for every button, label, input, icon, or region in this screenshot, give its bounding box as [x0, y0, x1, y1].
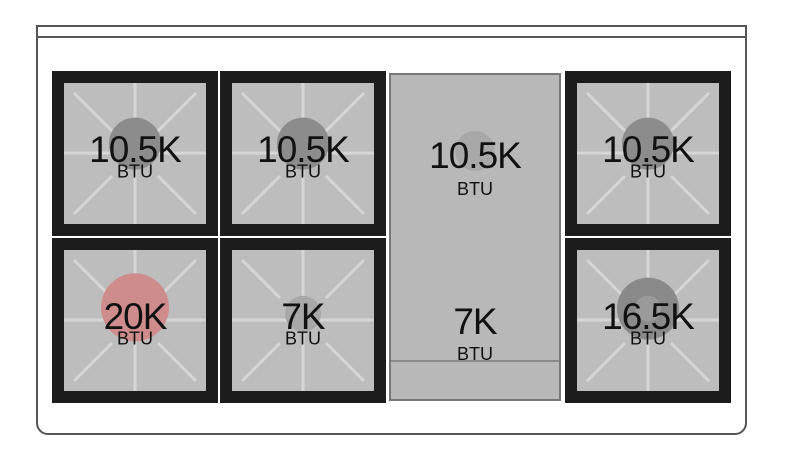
burner-btu-value: 10.5K	[89, 128, 182, 170]
burner-icon	[285, 295, 321, 332]
burner-cell-bottom-left: 20K BTU	[52, 238, 218, 403]
griddle-top-btu-unit: BTU	[457, 179, 493, 199]
burner-btu-unit: BTU	[630, 328, 666, 349]
griddle-bottom-btu-unit: BTU	[457, 344, 493, 364]
burner-icon	[109, 117, 161, 170]
burner-btu-value: 10.5K	[257, 128, 350, 170]
burner-cell-top-right: 10.5K BTU	[565, 71, 731, 236]
burner-btu-unit: BTU	[117, 161, 153, 182]
burner-btu-value: 10.5K	[602, 128, 695, 170]
burner-btu-unit: BTU	[285, 161, 321, 182]
burner-btu-value: 7K	[281, 295, 325, 337]
burner-cell-bottom-center: 7K BTU	[220, 238, 386, 403]
burner-btu-unit: BTU	[117, 328, 153, 349]
burner-btu-unit: BTU	[630, 161, 666, 182]
burner-icon	[277, 117, 329, 170]
griddle-divider	[391, 360, 559, 362]
burner-icon	[455, 131, 495, 171]
burner-cell-bottom-right: 16.5K BTU	[565, 238, 731, 403]
griddle-top-btu-value: 10.5K	[429, 135, 522, 176]
burner-icon	[622, 117, 674, 170]
power-burner-icon	[101, 272, 169, 341]
griddle-bottom-btu-value: 7K	[453, 301, 497, 342]
cooktop-back-edge	[38, 36, 745, 38]
griddle-plate: 10.5K BTU 7K BTU	[389, 73, 561, 401]
burner-cell-top-left: 10.5K BTU	[52, 71, 218, 236]
burner-cell-top-center: 10.5K BTU	[220, 71, 386, 236]
dual-ring-burner-icon	[617, 277, 679, 340]
burner-btu-value: 16.5K	[602, 295, 695, 337]
burner-btu-value: 20K	[103, 295, 168, 337]
burner-btu-unit: BTU	[285, 328, 321, 349]
